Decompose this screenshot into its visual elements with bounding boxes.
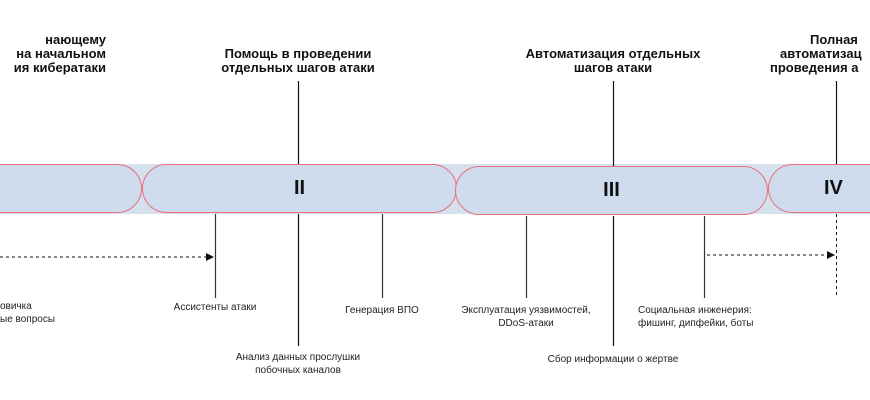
label-line: побочных каналов <box>255 365 341 376</box>
stage-numeral: IV <box>824 177 843 199</box>
label-line: Анализ данных прослушки <box>235 352 361 363</box>
stage-iii-pill: III <box>455 166 768 215</box>
title-line: отдельных шагов атаки <box>221 60 375 75</box>
label-line: Эксплуатация уязвимостей, <box>461 305 591 316</box>
title-line: ия кибератаки <box>13 60 106 75</box>
recon-label: Сбор информации о жертве <box>547 354 679 365</box>
label-line: DDoS-атаки <box>498 318 554 329</box>
title-line: Автоматизация отдельных <box>525 46 701 61</box>
title-line: проведения а <box>770 60 859 75</box>
label-line: Социальная инженерия: <box>638 305 752 316</box>
stage-ii-title: Помощь в проведении отдельных шагов атак… <box>198 47 398 75</box>
stage-i-pill <box>0 164 142 213</box>
exploitation-label: Эксплуатация уязвимостей, DDoS-атаки <box>446 304 606 330</box>
stage-iv-title: Полная автоматизац проведения а <box>770 33 870 75</box>
stage-numeral: III <box>603 179 620 201</box>
label-line: овичка <box>0 301 32 312</box>
malware-gen-label: Генерация ВПО <box>345 305 419 316</box>
title-line: шагов атаки <box>573 60 653 75</box>
title-line: автоматизац <box>780 46 862 61</box>
label-line: фишинг, дипфейки, боты <box>638 318 754 329</box>
stage-iv-pill: IV <box>768 164 870 213</box>
label-line: ые вопросы <box>0 314 56 325</box>
title-line: Полная <box>810 32 858 47</box>
title-line: Помощь в проведении <box>224 46 372 61</box>
stage-iii-title: Автоматизация отдельных шагов атаки <box>503 47 723 75</box>
novice-label: овичка ые вопросы <box>0 300 55 326</box>
stage-i-title: нающему на начальном ия кибератаки <box>0 33 106 75</box>
social-label: Социальная инженерия: фишинг, дипфейки, … <box>638 304 754 330</box>
assistants-label: Ассистенты атаки <box>173 302 257 313</box>
title-line: нающему <box>45 32 106 47</box>
side-channel-label: Анализ данных прослушки побочных каналов <box>218 351 378 377</box>
stage-numeral: II <box>293 177 306 199</box>
stage-ii-pill: II <box>142 164 457 213</box>
title-line: на начальном <box>16 46 106 61</box>
